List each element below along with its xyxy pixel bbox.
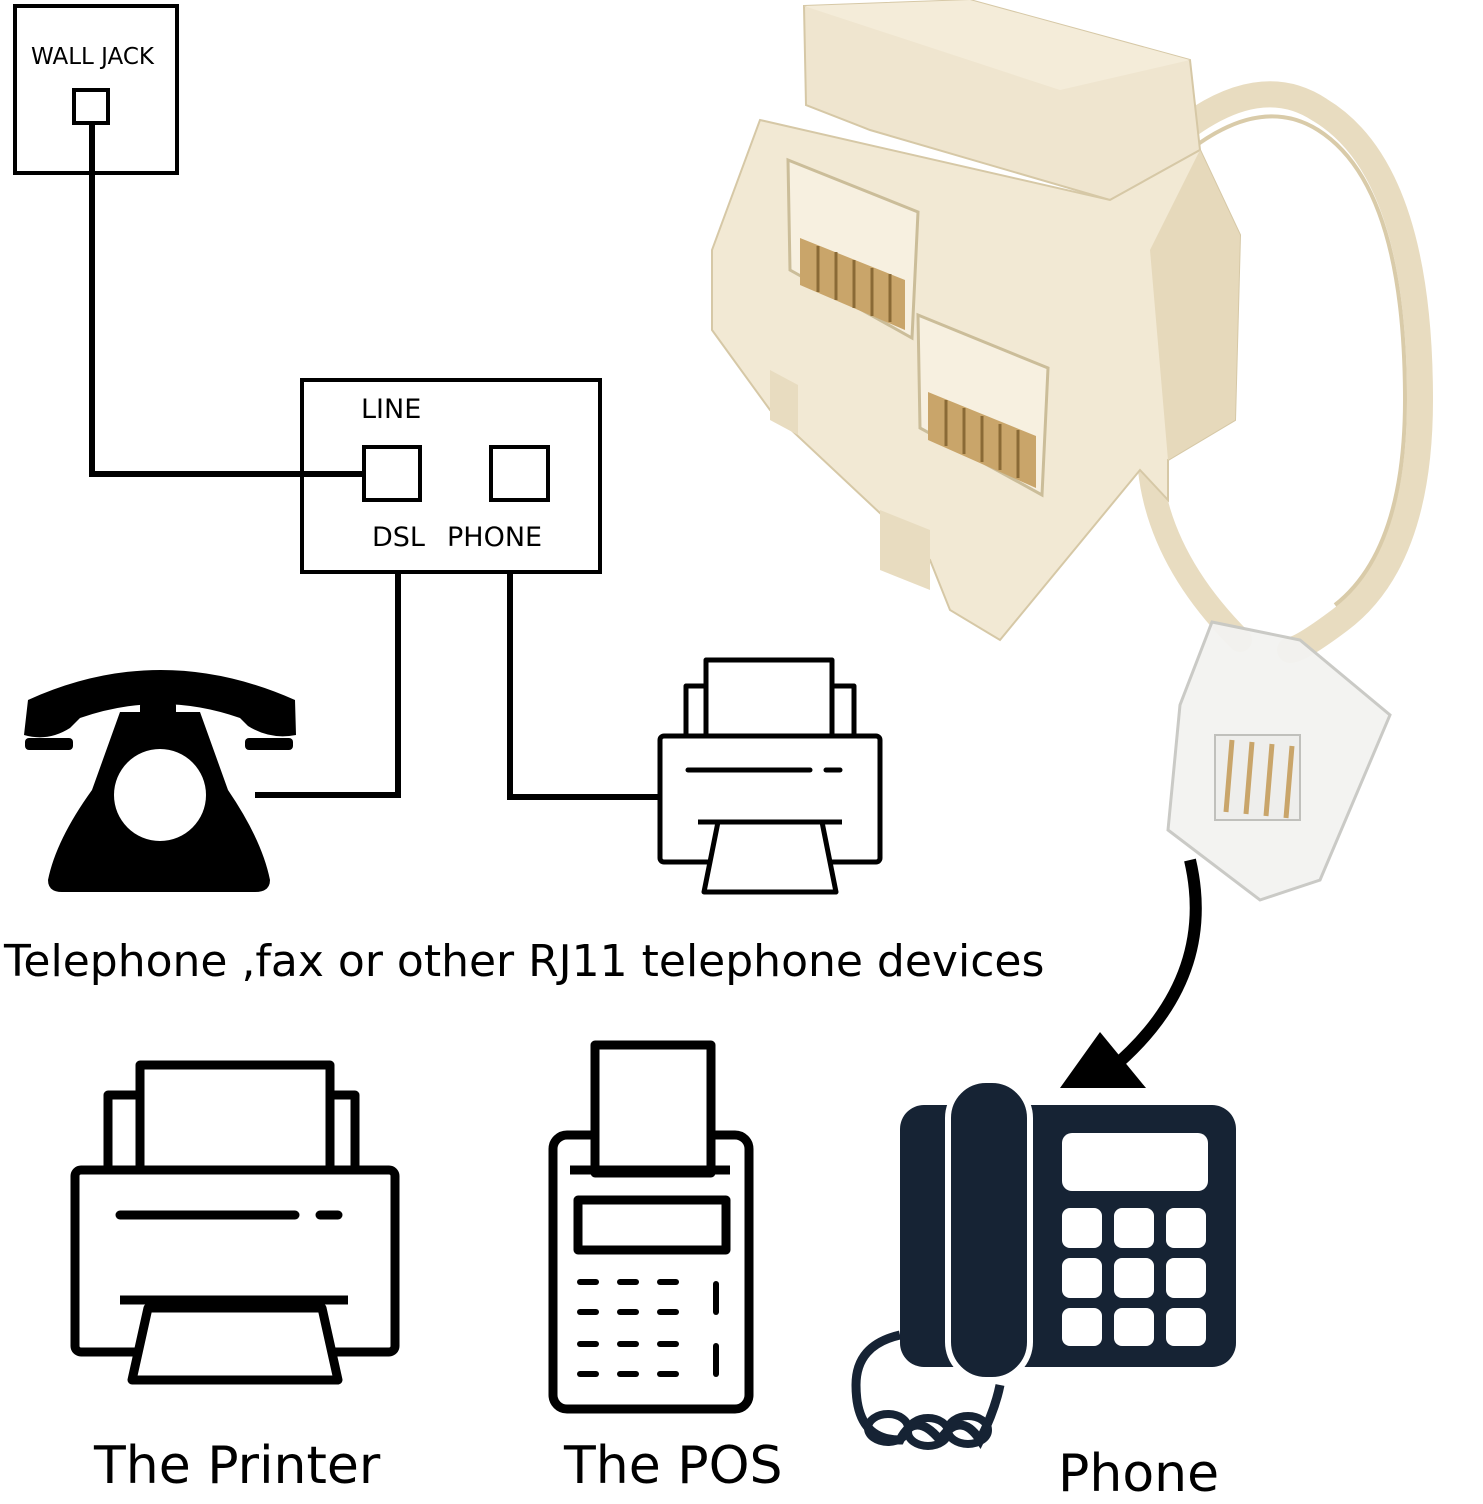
phone-port-label: PHONE bbox=[447, 522, 543, 553]
wall-jack-label: WALL JACK bbox=[31, 44, 155, 70]
rotary-telephone-icon bbox=[24, 670, 296, 892]
pos-label: The POS bbox=[564, 1436, 783, 1496]
curved-arrow-icon bbox=[1060, 858, 1202, 1088]
printer-label: The Printer bbox=[94, 1436, 381, 1496]
rj11-splitter-adapter-icon bbox=[711, 0, 1434, 902]
pos-terminal-icon bbox=[548, 1040, 754, 1414]
splitter-box bbox=[300, 378, 602, 574]
line-port-label: LINE bbox=[361, 394, 422, 425]
connection-wires bbox=[89, 125, 660, 800]
phone-label: Phone bbox=[1058, 1444, 1220, 1504]
desk-phone-icon bbox=[851, 1077, 1236, 1450]
devices-caption: Telephone ,fax or other RJ11 telephone d… bbox=[4, 936, 1045, 987]
printer-icon bbox=[70, 1060, 400, 1385]
wall-jack bbox=[13, 4, 179, 175]
fax-printer-icon bbox=[657, 657, 883, 895]
dsl-port-label: DSL bbox=[372, 522, 425, 553]
